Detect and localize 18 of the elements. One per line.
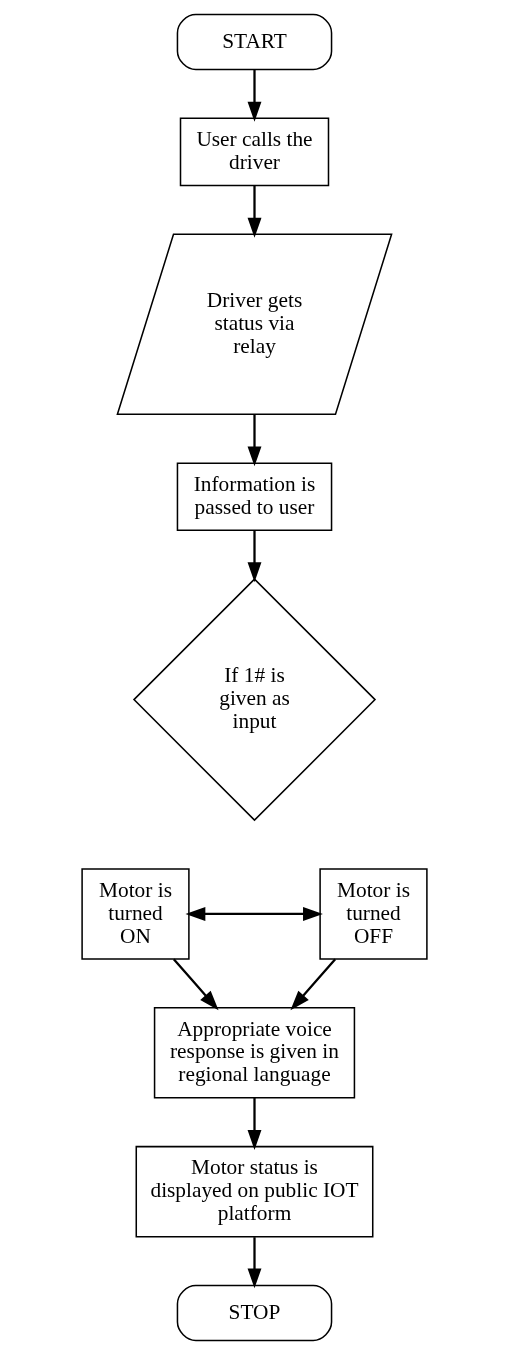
node-diamond: If 1# is given as input	[132, 578, 377, 822]
arrow	[247, 70, 262, 122]
arrow	[172, 958, 219, 1011]
arrow	[185, 907, 323, 921]
node-box: START	[176, 13, 333, 71]
node-box: Information is passed to user	[176, 462, 333, 532]
node-box: STOP	[176, 1284, 333, 1342]
node-box: Motor is turned ON	[81, 868, 190, 960]
arrow	[247, 1098, 262, 1150]
arrow	[247, 185, 262, 238]
arrow	[247, 1237, 262, 1289]
node-box: Appropriate voice response is given in regional language	[153, 1007, 356, 1099]
node-box: User calls the driver	[179, 117, 330, 187]
node-box: Motor is turned OFF	[319, 868, 428, 960]
arrow	[247, 414, 262, 467]
arrow	[290, 958, 337, 1011]
arrow	[247, 530, 262, 583]
node-box: Motor status is displayed on public IOT platform	[135, 1145, 374, 1238]
